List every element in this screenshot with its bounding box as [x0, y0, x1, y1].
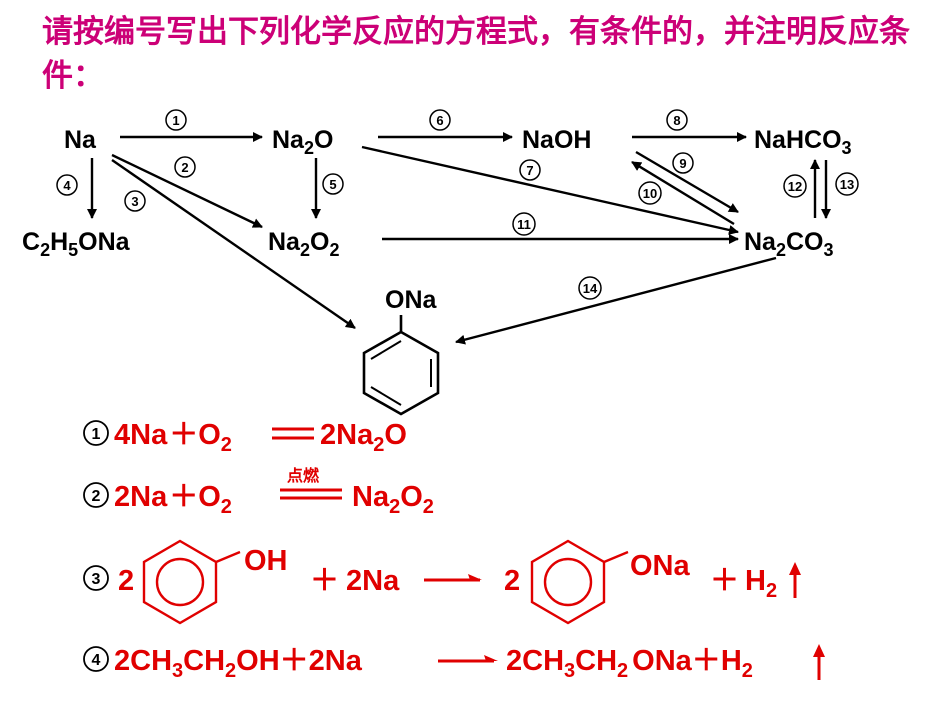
arrow-10: [631, 160, 735, 226]
svg-text:3: 3: [92, 571, 101, 588]
svg-text:14: 14: [583, 281, 598, 296]
benzene-ring: [362, 330, 440, 416]
equation-2-lhs: 2Na＋O2: [114, 481, 232, 518]
svg-text:＋: ＋: [310, 565, 339, 597]
phenoxide-ona-label: ONa: [385, 286, 438, 314]
label-12: 12: [783, 174, 807, 198]
svg-text:10: 10: [643, 186, 657, 201]
condition-ignite: 点燃: [287, 466, 320, 485]
arrow-14: [455, 256, 777, 345]
node-nahco3: NaHCO3: [754, 126, 852, 158]
equation-1: 1 4Na＋O2 2Na2O: [83, 419, 407, 456]
node-naoh: NaOH: [522, 126, 591, 154]
label-10: 10: [638, 181, 662, 205]
phenol-oh-label: OH: [244, 545, 288, 577]
svg-text:13: 13: [840, 177, 854, 192]
label-14: 14: [578, 276, 602, 300]
label-1: 1: [165, 109, 187, 131]
svg-text:2: 2: [181, 160, 188, 175]
phenol-structure: [142, 539, 241, 625]
eq3-reagent: 2Na: [346, 565, 400, 597]
label-6: 6: [429, 109, 451, 131]
node-na2o2: Na2O2: [268, 228, 339, 260]
arrow-2: [111, 153, 263, 229]
label-4: 4: [56, 174, 78, 196]
equation-number-4: [83, 646, 109, 672]
phenoxide-ona-label-red: ONa: [630, 550, 691, 582]
arrow-9: [635, 150, 739, 214]
label-2: 2: [174, 156, 196, 178]
equation-3: 3 2 OH ＋ 2Na 2 ONa ＋ H2: [83, 539, 801, 625]
node-na2co3: Na2CO3: [744, 228, 834, 260]
equation-1-rhs: 2Na2O: [320, 419, 407, 456]
node-na2o: Na2O: [272, 126, 333, 158]
svg-text:4: 4: [92, 652, 101, 669]
svg-text:2: 2: [92, 488, 101, 505]
svg-text:4: 4: [63, 178, 71, 193]
phenoxide-structure-product: [530, 539, 629, 625]
label-13: 13: [835, 172, 859, 196]
equation-number-2: [83, 482, 109, 508]
equation-2-rhs: Na2O2: [352, 481, 434, 518]
equation-4-lhs: 2CH3CH2OH＋2Na: [114, 645, 363, 682]
svg-text:3: 3: [131, 194, 138, 209]
equation-2: 2 2Na＋O2 点燃 Na2O2: [83, 466, 434, 518]
svg-text:＋: ＋: [710, 565, 739, 597]
svg-text:8: 8: [673, 113, 680, 128]
ring-double-bond: [370, 386, 402, 406]
svg-text:1: 1: [92, 426, 101, 443]
eq3-coefficient-2: 2: [504, 565, 520, 597]
svg-text:9: 9: [679, 156, 686, 171]
equation-1-lhs: 4Na＋O2: [114, 419, 232, 456]
svg-text:7: 7: [526, 163, 533, 178]
svg-text:6: 6: [436, 113, 443, 128]
label-8: 8: [666, 109, 688, 131]
node-c2h5ona: C2H5ONa: [22, 228, 131, 260]
arrow-7: [361, 145, 739, 235]
svg-text:5: 5: [329, 177, 336, 192]
ring-double-bond: [370, 340, 402, 360]
eq3-coefficient-1: 2: [118, 565, 134, 597]
instruction-text: 请按编号写出下列化学反应的方程式，有条件的，并注明反应条件：: [42, 14, 910, 94]
label-7: 7: [519, 159, 541, 181]
svg-text:12: 12: [788, 179, 802, 194]
svg-text:1: 1: [172, 113, 179, 128]
equation-number-1: [83, 420, 109, 446]
label-11: 11: [512, 212, 536, 236]
label-5: 5: [322, 173, 344, 195]
label-9: 9: [672, 152, 694, 174]
arrow-3: [111, 159, 356, 329]
equation-number-3: [83, 565, 109, 591]
svg-text:11: 11: [517, 217, 531, 232]
node-na: Na: [64, 126, 97, 154]
eq3-hydrogen: H2: [745, 565, 777, 602]
node-sodium-phenoxide: ONa: [362, 286, 440, 416]
label-3: 3: [124, 190, 146, 212]
